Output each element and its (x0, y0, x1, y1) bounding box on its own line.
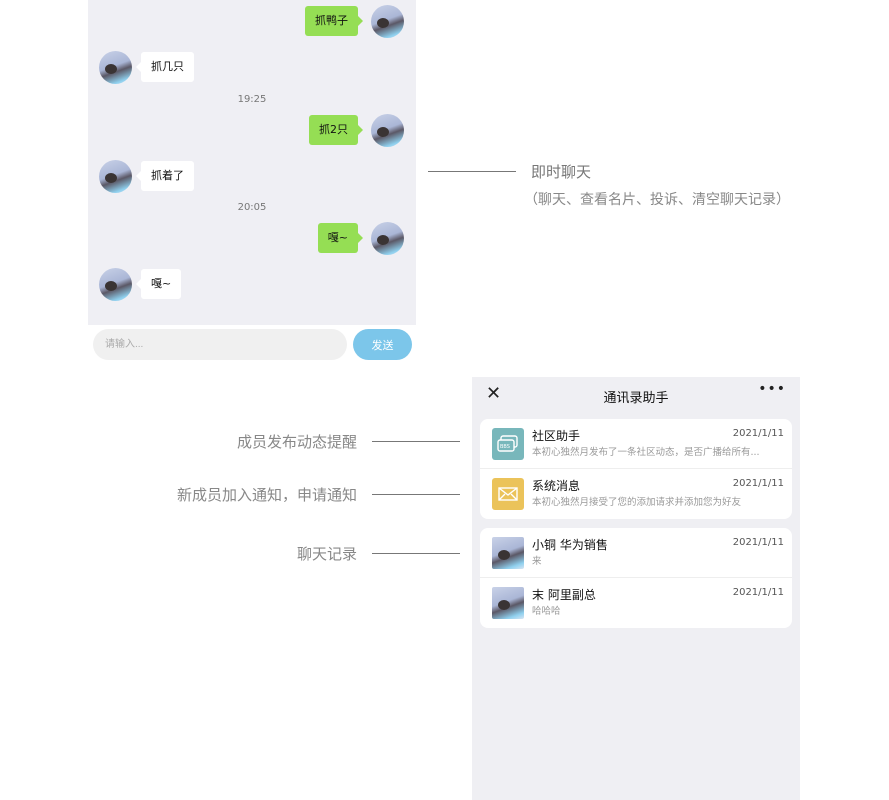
bbs-chat-icon: BBS (492, 428, 524, 460)
avatar (492, 537, 524, 569)
avatar[interactable] (371, 114, 404, 147)
message-bubble-sent[interactable]: 抓鸭子 (305, 6, 363, 36)
item-name: 系统消息 (532, 479, 581, 493)
list-item[interactable]: 小铜 华为销售 2021/1/11 来 (480, 528, 792, 578)
timestamp: 20:05 (237, 202, 267, 213)
avatar[interactable] (99, 160, 132, 193)
chat-window: 抓鸭子 抓几只 19:25 抓2只 抓着了 20:05 嘎~ 嘎~ (88, 0, 416, 325)
avatar[interactable] (99, 268, 132, 301)
avatar[interactable] (99, 51, 132, 84)
avatar[interactable] (371, 5, 404, 38)
send-button[interactable]: 发送 (353, 329, 412, 360)
item-date: 2021/1/11 (732, 478, 784, 489)
list-item[interactable]: 末 阿里副总 2021/1/11 哈哈哈 (480, 578, 792, 628)
panel-title: 通讯录助手 (603, 391, 669, 406)
message-input[interactable] (93, 329, 347, 360)
item-preview: 来 (532, 556, 542, 567)
message-bubble-received[interactable]: 抓几只 (136, 52, 194, 82)
annotation-notify: 新成员加入通知，申请通知 (176, 486, 357, 504)
chats-card: 小铜 华为销售 2021/1/11 来 末 阿里副总 2021/1/11 哈哈哈 (480, 528, 792, 628)
avatar[interactable] (371, 222, 404, 255)
message-bubble-received[interactable]: 嘎~ (135, 269, 182, 299)
item-name: 社区助手 (532, 429, 581, 443)
more-icon[interactable]: ••• (758, 381, 786, 397)
item-date: 2021/1/11 (732, 587, 784, 598)
annotation-history: 聊天记录 (296, 545, 357, 563)
svg-text:BBS: BBS (500, 444, 510, 450)
message-bubble-received[interactable]: 抓着了 (136, 161, 194, 191)
annotation-chat-title: 即时聊天 (531, 163, 592, 181)
list-item[interactable]: 系统消息 2021/1/11 本初心独然月接受了您的添加请求并添加您为好友 (480, 469, 792, 519)
item-preview: 本初心独然月接受了您的添加请求并添加您为好友 (532, 497, 742, 508)
close-icon[interactable]: ✕ (486, 383, 502, 404)
avatar (492, 587, 524, 619)
item-preview: 本初心独然月发布了一条社区动态，是否广播给所有... (532, 447, 760, 458)
timestamp: 19:25 (237, 94, 267, 105)
list-item[interactable]: BBS 社区助手 2021/1/11 本初心独然月发布了一条社区动态，是否广播给… (480, 419, 792, 469)
system-card: BBS 社区助手 2021/1/11 本初心独然月发布了一条社区动态，是否广播给… (480, 419, 792, 519)
item-preview: 哈哈哈 (532, 606, 561, 617)
annotation-line (372, 494, 460, 495)
item-date: 2021/1/11 (732, 537, 784, 548)
annotation-line (428, 171, 516, 172)
annotation-line (372, 553, 460, 554)
contacts-assistant-panel: ✕ 通讯录助手 ••• BBS 社区助手 2021/1/11 本初心独然月发布了… (472, 377, 800, 800)
envelope-icon (492, 478, 524, 510)
item-name: 末 阿里副总 (532, 588, 596, 602)
item-name: 小铜 华为销售 (532, 538, 608, 552)
annotation-line (372, 441, 460, 442)
message-bubble-sent[interactable]: 嘎~ (317, 223, 364, 253)
annotation-chat-sub: （聊天、查看名片、投诉、清空聊天记录） (524, 192, 790, 208)
message-bubble-sent[interactable]: 抓2只 (309, 115, 363, 145)
annotation-reminder: 成员发布动态提醒 (236, 433, 357, 451)
item-date: 2021/1/11 (732, 428, 784, 439)
